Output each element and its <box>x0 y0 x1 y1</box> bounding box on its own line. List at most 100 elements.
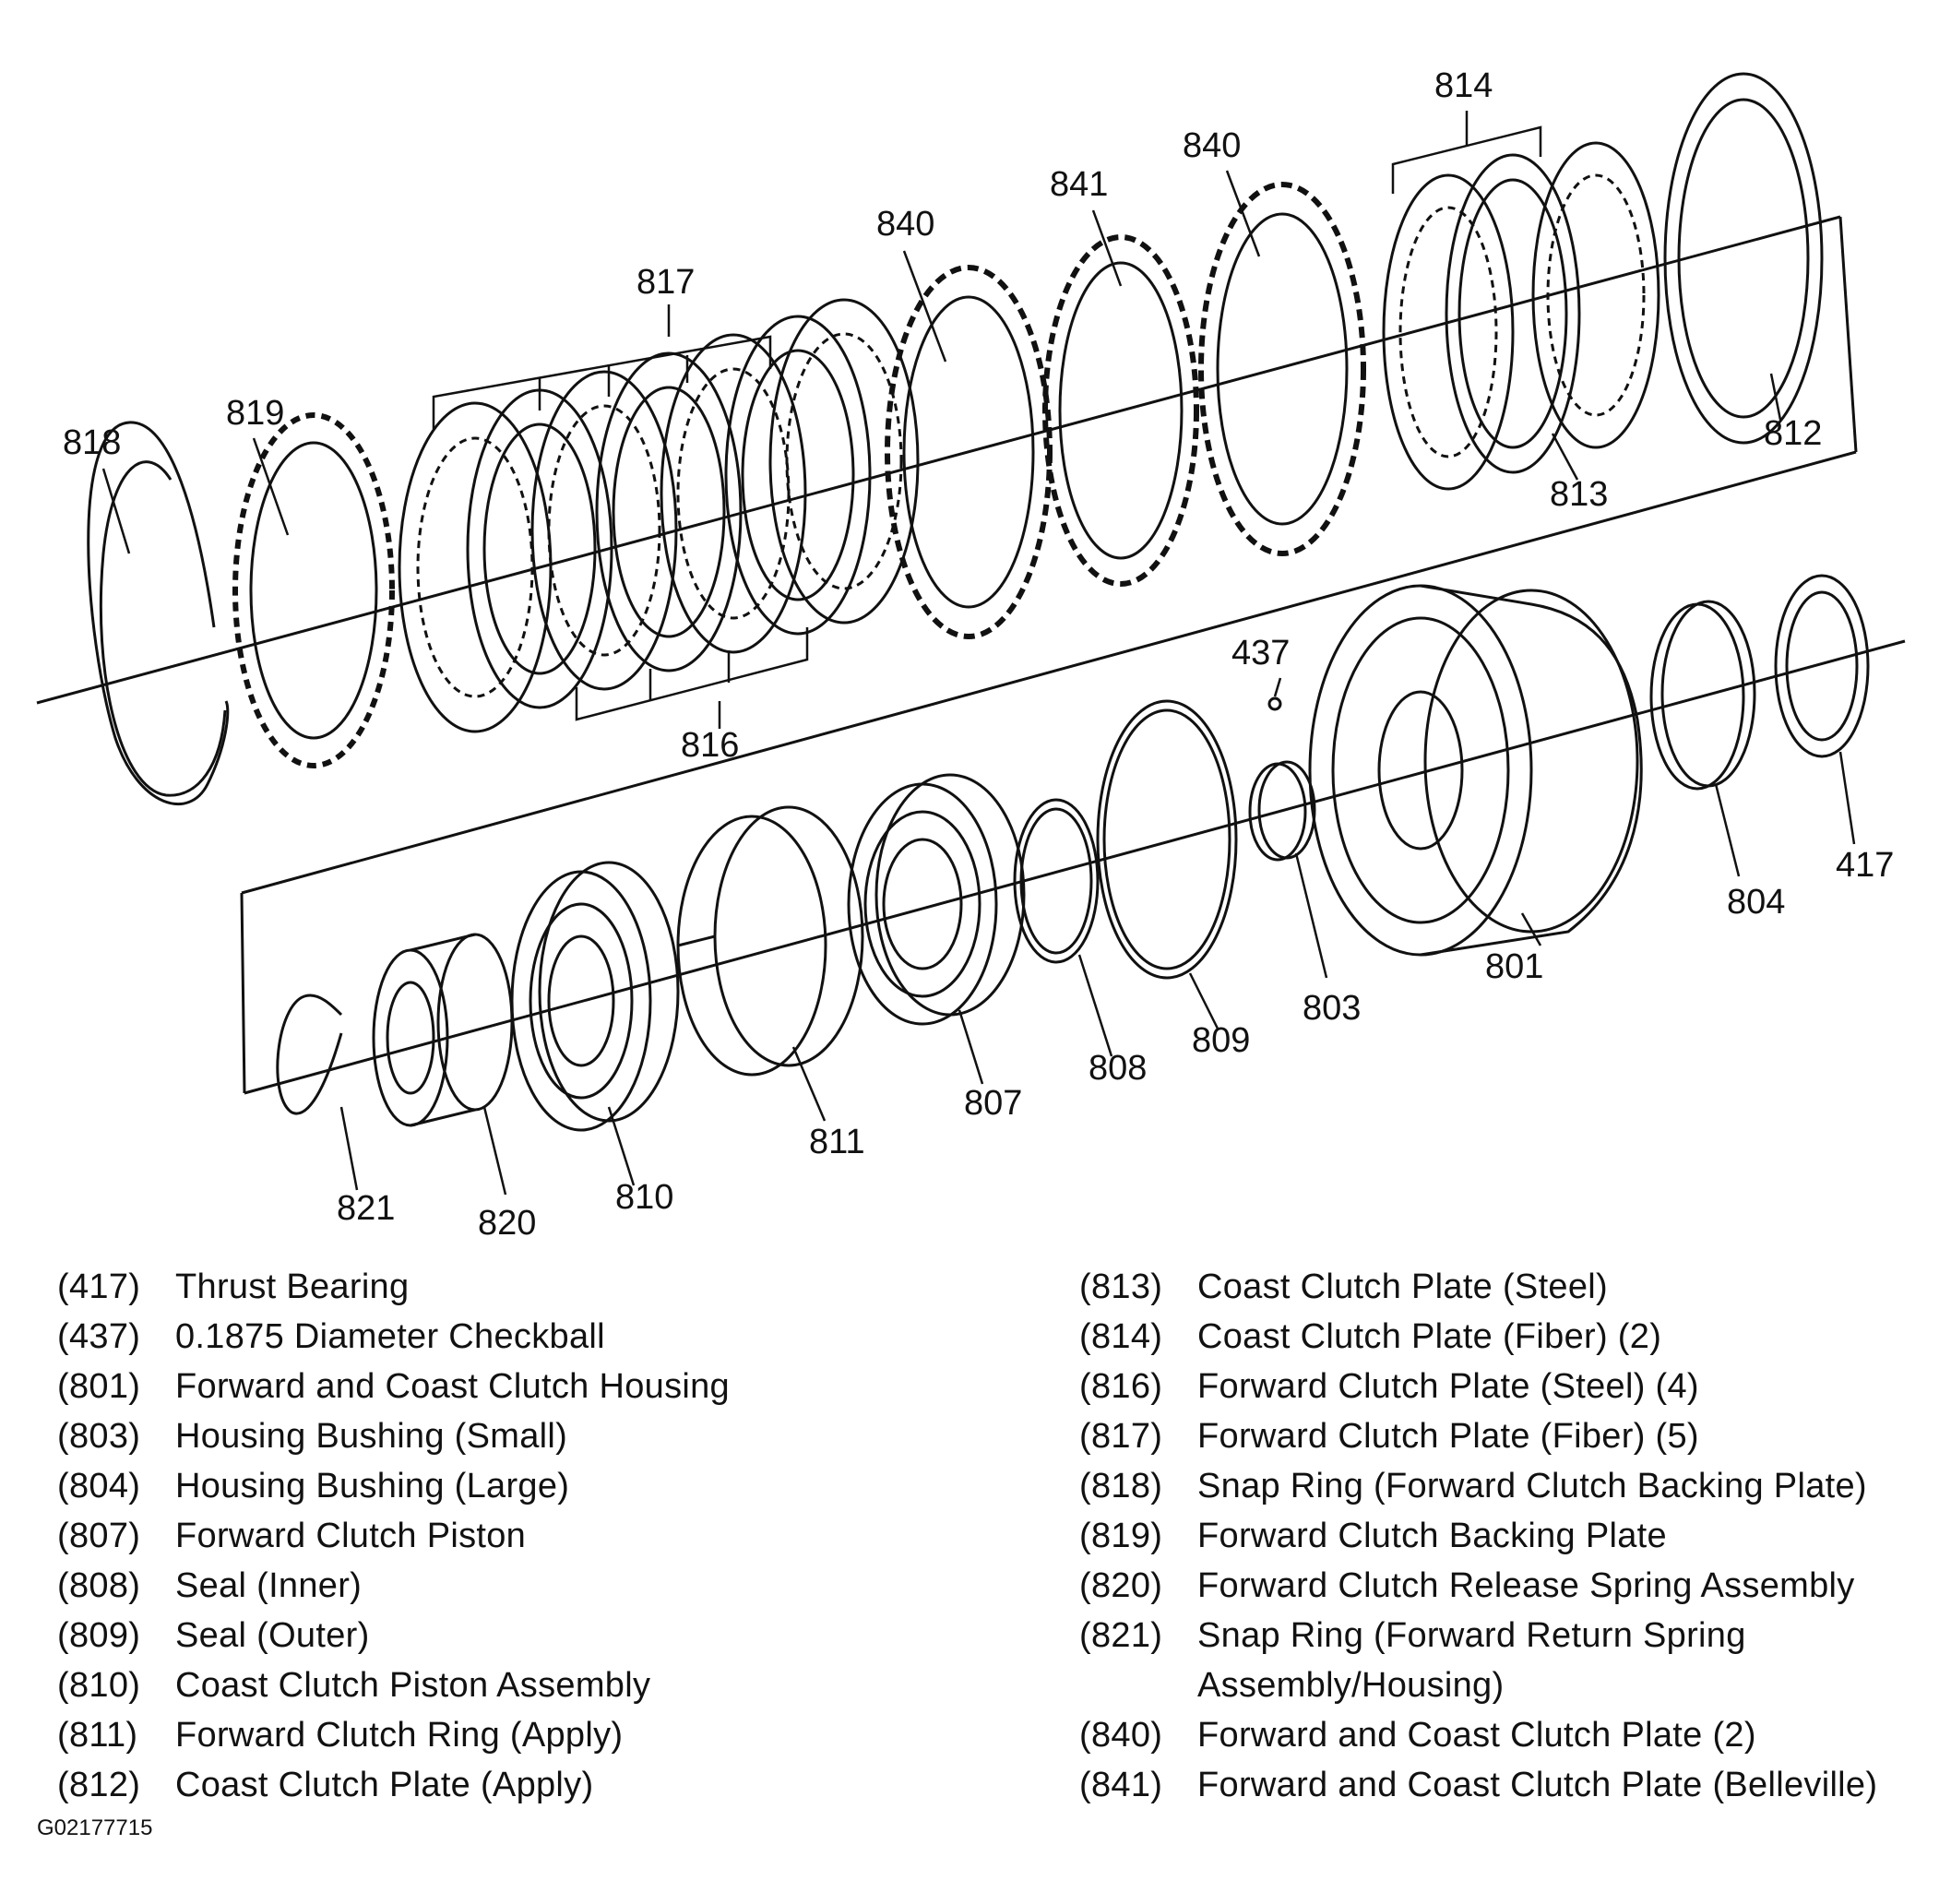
callout-819: 819 <box>226 394 284 433</box>
legend-part-number: (840) <box>1079 1716 1163 1755</box>
callout-803: 803 <box>1303 989 1361 1028</box>
legend-row: (818) Snap Ring (Forward Clutch Backing P… <box>1079 1461 1946 1511</box>
legend-part-number: (811) <box>57 1716 138 1755</box>
legend-part-description: Housing Bushing (Small) <box>175 1417 568 1456</box>
legend-row: (803) Housing Bushing (Small) <box>57 1411 1017 1461</box>
legend-part-description: Forward Clutch Piston <box>175 1517 527 1555</box>
legend-row: (801) Forward and Coast Clutch Housing <box>57 1362 1017 1411</box>
legend-row: (814)Coast Clutch Plate (Fiber) (2) <box>1079 1312 1946 1362</box>
callout-811: 811 <box>809 1123 865 1161</box>
part-840-plate-b <box>1198 182 1366 556</box>
legend-part-description: 0.1875 Diameter Checkball <box>175 1317 605 1356</box>
callout-812: 812 <box>1764 414 1822 453</box>
legend-part-number: (803) <box>57 1417 141 1456</box>
legend-row: (817)Forward Clutch Plate (Fiber) (5) <box>1079 1411 1946 1461</box>
legend-part-number: (818) <box>1079 1467 1163 1505</box>
legend-part-description: Forward Clutch Ring (Apply) <box>175 1716 624 1755</box>
callout-810: 810 <box>615 1178 673 1217</box>
part-812-apply-plate <box>1663 72 1824 445</box>
leader-lines <box>101 170 1856 1196</box>
legend-part-description: Forward Clutch Release Spring Assembly <box>1197 1566 1855 1605</box>
legend-part-number: (819) <box>1079 1517 1163 1555</box>
part-816-817-clutch-pack <box>398 298 920 733</box>
legend-row: (810) Coast Clutch Piston Assembly <box>57 1660 1017 1710</box>
legend-part-description: Forward and Coast Clutch Plate (Bellevil… <box>1197 1766 1878 1804</box>
callout-821: 821 <box>337 1189 395 1228</box>
legend-part-number: (820) <box>1079 1566 1163 1605</box>
callout-804: 804 <box>1727 883 1785 922</box>
part-437-checkball <box>1267 696 1282 711</box>
callout-840b: 840 <box>1183 126 1241 165</box>
legend-part-description: Housing Bushing (Large) <box>175 1467 570 1505</box>
callout-816: 816 <box>681 726 739 765</box>
part-840-plate-a <box>885 265 1053 639</box>
legend-row: (808) Seal (Inner) <box>57 1561 1017 1611</box>
legend-part-description: Coast Clutch Plate (Apply) <box>175 1766 594 1804</box>
legend-part-number: (841) <box>1079 1766 1163 1804</box>
legend-row: (841) Forward and Coast Clutch Plate (Bel… <box>1079 1760 1946 1810</box>
callout-809: 809 <box>1192 1021 1250 1060</box>
legend-part-description: Thrust Bearing <box>175 1267 410 1306</box>
legend-part-number: (810) <box>57 1666 141 1705</box>
part-808-seal-inner <box>1013 798 1100 964</box>
group-bracket-817 <box>432 304 772 429</box>
legend-part-description: Forward Clutch Plate (Steel) (4) <box>1197 1367 1699 1406</box>
legend-part-number: (801) <box>57 1367 141 1406</box>
callout-840a: 840 <box>876 205 934 244</box>
legend-part-number: (807) <box>57 1517 141 1555</box>
callout-818: 818 <box>63 423 121 462</box>
legend-part-description: Snap Ring (Forward Clutch Backing Plate) <box>1197 1467 1867 1505</box>
part-819-backing-plate <box>232 412 395 768</box>
legend-row: (816) Forward Clutch Plate (Steel) (4) <box>1079 1362 1946 1411</box>
legend-part-number: (809) <box>57 1616 141 1655</box>
legend-part-number: (813) <box>1079 1267 1163 1306</box>
part-811-forward-clutch-ring <box>676 805 864 1077</box>
legend-left-column: (417) Thrust Bearing (437)0.1875 Diameter … <box>57 1262 1017 1810</box>
legend-part-number: (814) <box>1079 1317 1163 1356</box>
legend-part-description: Seal (Outer) <box>175 1616 370 1655</box>
legend-part-number: (804) <box>57 1467 141 1505</box>
part-810-coast-clutch-piston <box>510 861 680 1132</box>
assembly-axis-lines <box>36 215 1906 1095</box>
part-417-thrust-bearing <box>1774 574 1870 758</box>
callout-814: 814 <box>1434 66 1493 105</box>
callout-813: 813 <box>1550 475 1608 514</box>
callout-807: 807 <box>964 1084 1022 1123</box>
part-809-seal-outer <box>1096 699 1238 980</box>
legend-row: (809) Seal (Outer) <box>57 1611 1017 1660</box>
legend-row: (437)0.1875 Diameter Checkball <box>57 1312 1017 1362</box>
legend-part-description: Coast Clutch Piston Assembly <box>175 1666 651 1705</box>
legend-row: (821) Snap Ring (Forward Return Spring As… <box>1079 1611 1946 1710</box>
legend-part-description: Forward Clutch Plate (Fiber) (5) <box>1197 1417 1699 1456</box>
legend-part-description: Forward and Coast Clutch Plate (2) <box>1197 1716 1756 1755</box>
group-bracket-814 <box>1391 111 1542 194</box>
callout-437: 437 <box>1231 634 1290 672</box>
legend-row: (819)Forward Clutch Backing Plate <box>1079 1511 1946 1561</box>
legend-part-description: Seal (Inner) <box>175 1566 363 1605</box>
legend-part-number: (808) <box>57 1566 141 1605</box>
legend-row: (812)Coast Clutch Plate (Apply) <box>57 1760 1017 1810</box>
callout-808: 808 <box>1089 1049 1147 1088</box>
callout-417: 417 <box>1836 846 1894 885</box>
callout-841: 841 <box>1050 165 1108 204</box>
legend-row: (811) Forward Clutch Ring (Apply) <box>57 1710 1017 1760</box>
legend-row: (820) Forward Clutch Release Spring Assem… <box>1079 1561 1946 1611</box>
legend-row: (807) Forward Clutch Piston <box>57 1511 1017 1561</box>
legend-part-description: Forward and Coast Clutch Housing <box>175 1367 730 1406</box>
part-821-snap-ring <box>276 994 343 1115</box>
part-804-housing-bushing-large <box>1649 600 1756 791</box>
legend-row: (813) Coast Clutch Plate (Steel) <box>1079 1262 1946 1312</box>
legend-part-description: Coast Clutch Plate (Steel) <box>1197 1267 1608 1306</box>
callout-820: 820 <box>478 1204 536 1243</box>
figure-id: G02177715 <box>37 1815 153 1840</box>
part-841-belleville-plate <box>1042 234 1199 587</box>
legend-part-number: (816) <box>1079 1367 1163 1406</box>
callout-801: 801 <box>1485 947 1543 986</box>
legend-right-column: (813) Coast Clutch Plate (Steel) (814)Coas… <box>1079 1262 1946 1810</box>
legend-part-description: Snap Ring (Forward Return Spring Assembl… <box>1197 1616 1746 1705</box>
legend-part-number: (821) <box>1079 1616 1163 1655</box>
part-820-release-spring-assembly <box>372 933 514 1127</box>
legend-part-number: (417) <box>57 1267 141 1306</box>
legend-row: (840) Forward and Coast Clutch Plate (2) <box>1079 1710 1946 1760</box>
part-818-snap-ring <box>87 421 230 806</box>
